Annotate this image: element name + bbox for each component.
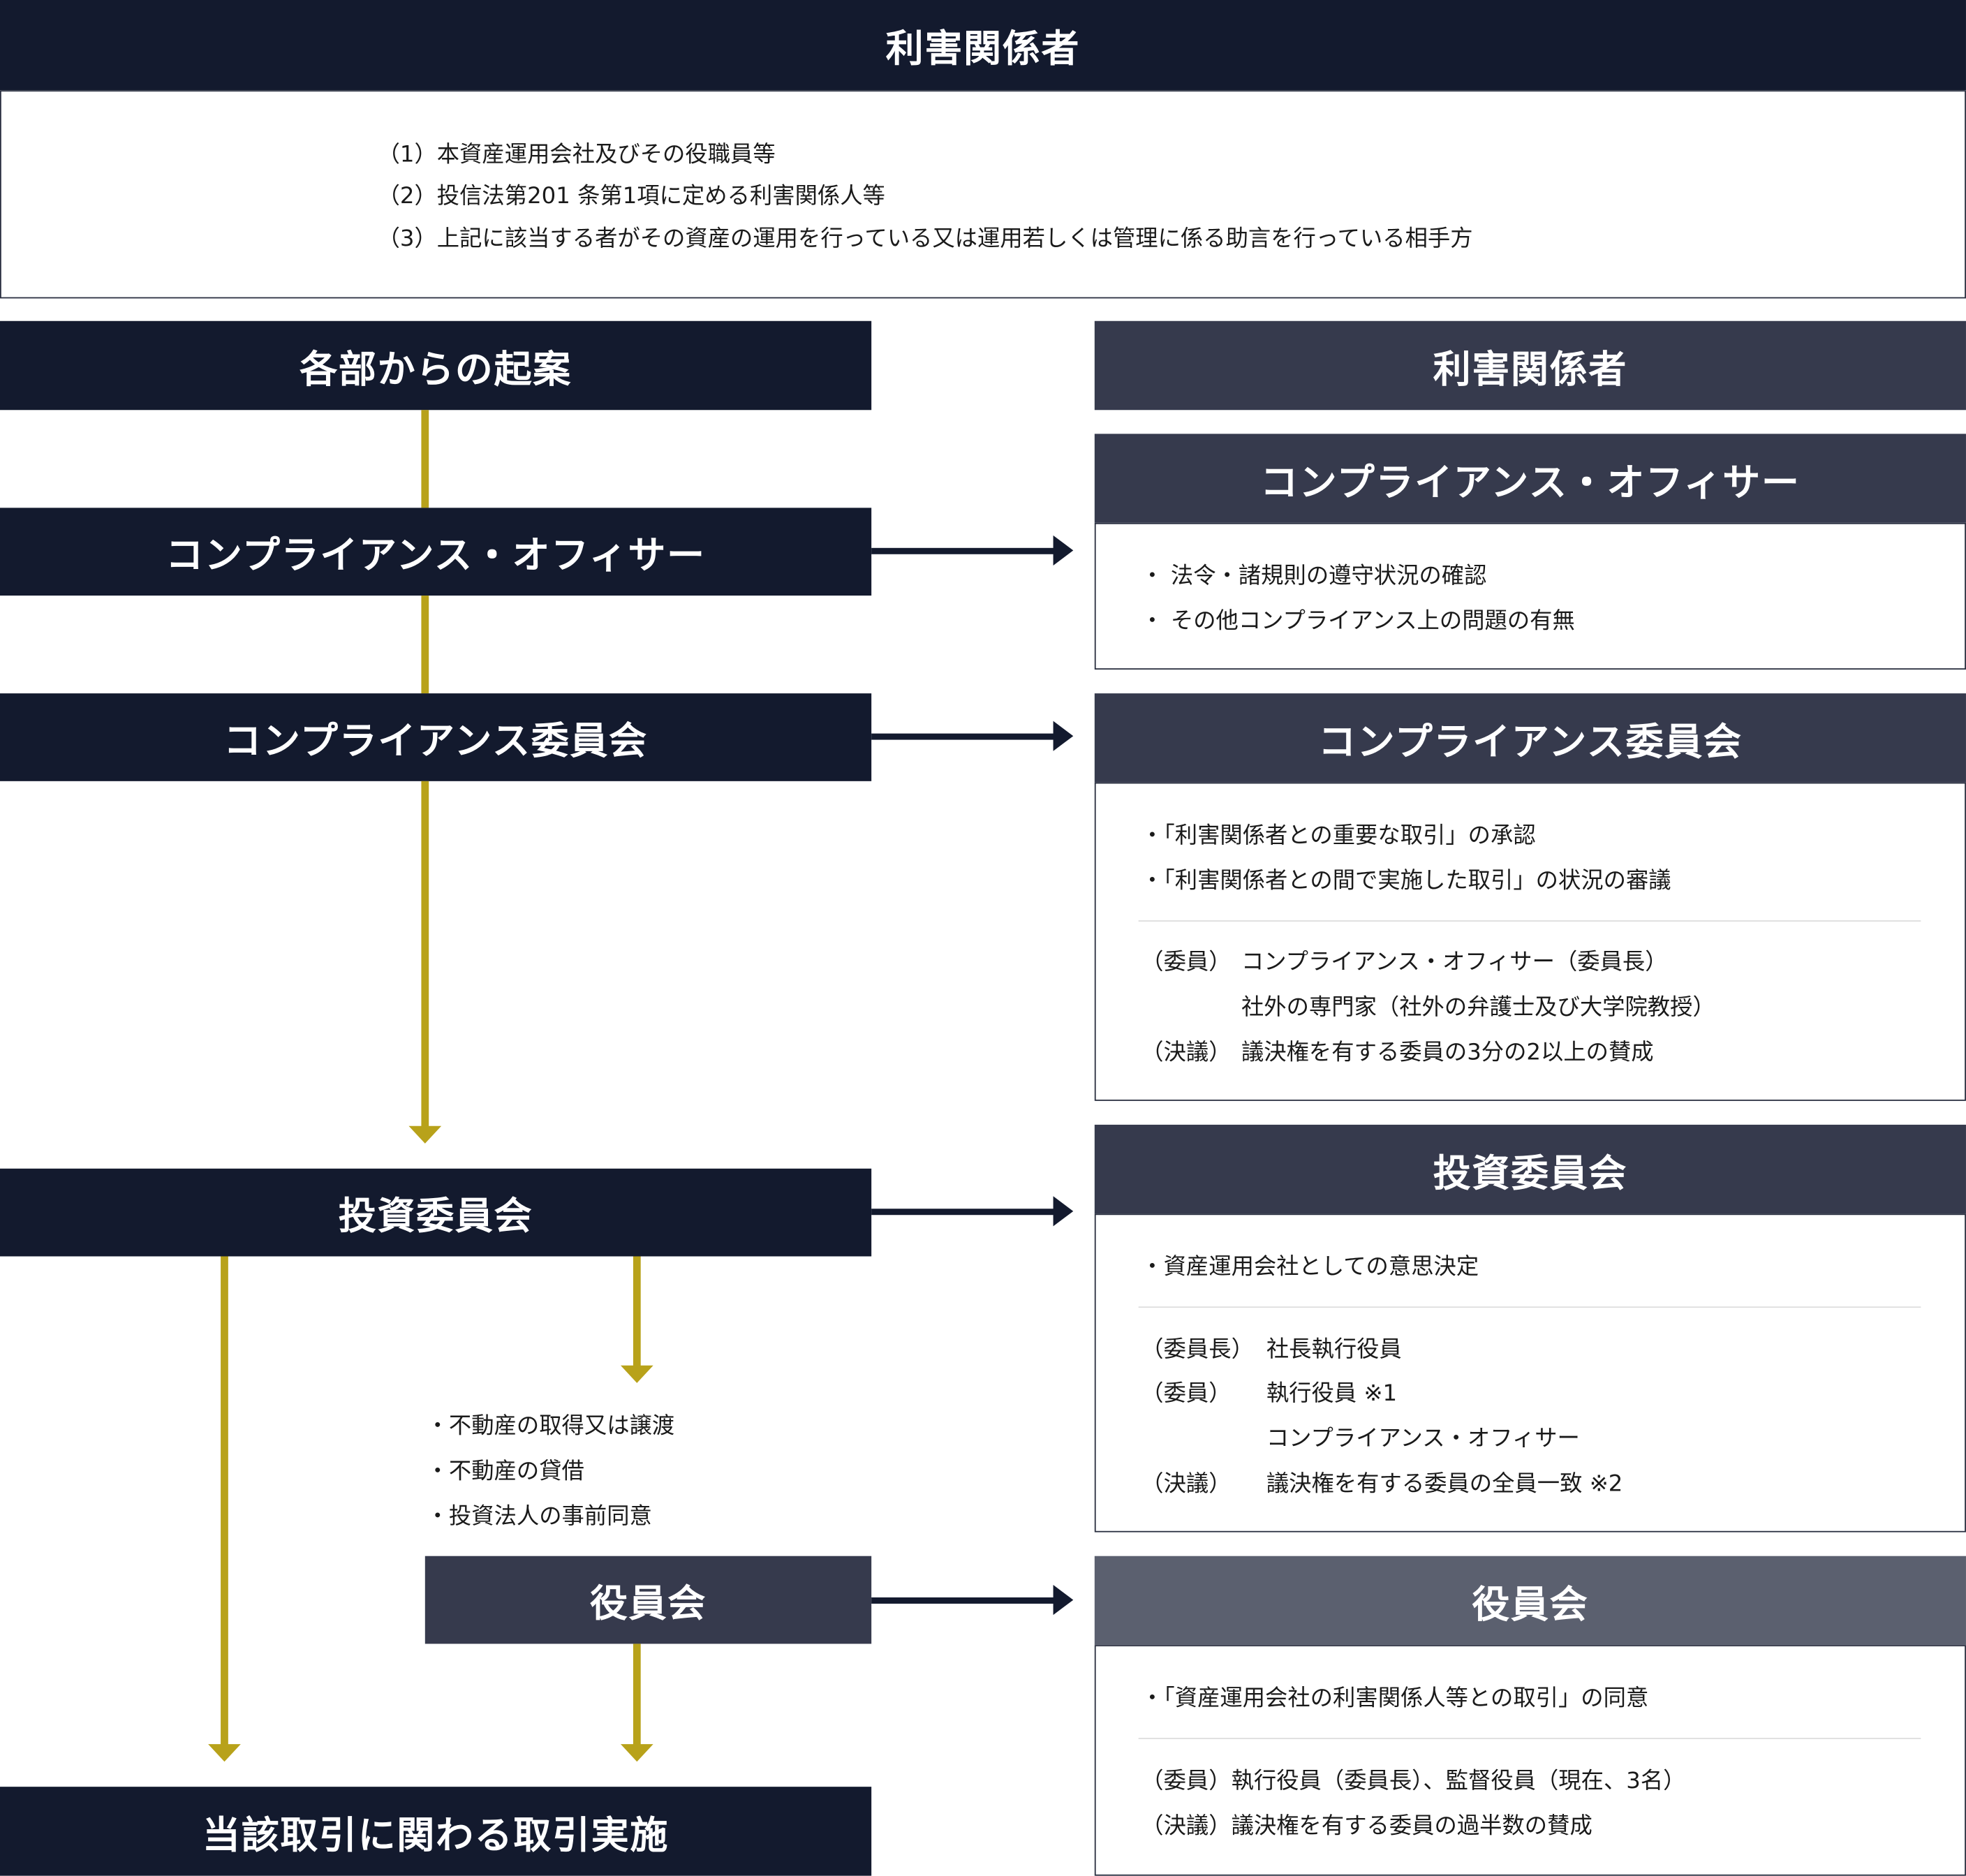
investment-member: 執行役員 ※1 [1266, 1380, 1398, 1407]
arrow-down-icon [620, 1365, 653, 1383]
execution-step: 当該取引に関わる取引実施 [0, 1787, 872, 1876]
divider [1138, 1738, 1921, 1739]
flow-line [633, 1644, 641, 1745]
arrow-right-icon [1053, 1196, 1074, 1227]
flow-line [421, 596, 429, 694]
board-step: 役員会 [424, 1556, 872, 1644]
board-header: 役員会 [1094, 1556, 1966, 1646]
arrow-right-icon [1053, 1585, 1074, 1616]
arrow-down-icon [408, 1125, 442, 1144]
investment-header: 投資委員会 [1094, 1124, 1966, 1214]
investment-resolution: 議決権を有する委員の全員一致 ※2 [1266, 1470, 1623, 1498]
officer-duty: ・ 法令・諸規則の遵守状況の確認 [1141, 563, 1487, 590]
definition-line: （3）上記に該当する者がその資産の運用を行っている又は運用若しくは管理に係る助言… [377, 226, 1473, 252]
connector-arrow [871, 733, 1055, 740]
officer-detail: ・ 法令・諸規則の遵守状況の確認 ・ その他コンプライアンス上の問題の有無 [1094, 522, 1966, 670]
investment-detail: ・資産運用会社としての意思決定 （委員長） 社長執行役員 （委員） 執行役員 ※… [1094, 1213, 1966, 1532]
investment-chair: 社長執行役員 [1266, 1336, 1402, 1364]
divider [1138, 1306, 1921, 1308]
connector-arrow [871, 1209, 1055, 1216]
right-stakeholders-header: 利害関係者 [1094, 320, 1966, 411]
arrow-down-icon [208, 1744, 241, 1762]
committee-member: コンプライアンス・オフィサー（委員長） [1241, 949, 1668, 976]
stakeholders-header: 利害関係者 [0, 0, 1966, 91]
committee-resolution: 議決権を有する委員の3分の2以上の賛成 [1241, 1039, 1654, 1066]
committee-duty: ・「利害関係者との重要な取引」の承認 [1141, 822, 1536, 849]
committee-member: 社外の専門家（社外の弁護士及び大学院教授） [1241, 994, 1715, 1021]
flow-line [221, 1256, 228, 1745]
committee-detail: ・「利害関係者との重要な取引」の承認 ・「利害関係者との間で実施した取引」の状況… [1094, 782, 1966, 1101]
flow-line [421, 781, 429, 1128]
investment-duty: ・資産運用会社としての意思決定 [1141, 1253, 1479, 1280]
resolution-label: （決議） [1141, 1470, 1232, 1498]
committee-step: コンプライアンス委員会 [0, 693, 872, 781]
chair-label: （委員長） [1141, 1336, 1254, 1364]
investment-step: 投資委員会 [0, 1168, 872, 1257]
investment-member: コンプライアンス・オフィサー [1266, 1425, 1580, 1452]
members-label: （委員） [1141, 1380, 1232, 1407]
officer-step: コンプライアンス・オフィサー [0, 508, 872, 596]
divider [1138, 920, 1921, 922]
arrow-down-icon [620, 1744, 653, 1762]
definition-line: （1）本資産運用会社及びその役職員等 [377, 141, 776, 168]
committee-header: コンプライアンス委員会 [1094, 693, 1966, 783]
flow-line [421, 410, 429, 508]
board-members: （委員）執行役員（委員長）、監督役員（現在、3名） [1141, 1768, 1686, 1794]
officer-duty: ・ その他コンプライアンス上の問題の有無 [1141, 608, 1575, 635]
board-item: ・投資法人の事前同意 [426, 1503, 652, 1530]
board-duty: ・「資産運用会社の利害関係人等との取引」の同意 [1141, 1685, 1649, 1712]
members-label: （委員） [1141, 949, 1232, 976]
definition-line: （2）投信法第201 条第1項に定める利害関係人等 [377, 183, 885, 209]
board-item: ・不動産の貸借 [426, 1458, 584, 1485]
resolution-label: （決議） [1141, 1039, 1232, 1066]
stakeholders-definition-box: （1）本資産運用会社及びその役職員等 （2）投信法第201 条第1項に定める利害… [0, 90, 1966, 299]
arrow-right-icon [1053, 535, 1074, 566]
connector-arrow [871, 1597, 1055, 1604]
proposal-step: 各部からの起案 [0, 320, 872, 411]
officer-header: コンプライアンス・オフィサー [1094, 434, 1966, 523]
board-resolution: （決議）議決権を有する委員の過半数の賛成 [1141, 1812, 1592, 1840]
board-detail: ・「資産運用会社の利害関係人等との取引」の同意 （委員）執行役員（委員長）、監督… [1094, 1645, 1966, 1876]
committee-duty: ・「利害関係者との間で実施した取引」の状況の審議 [1141, 867, 1671, 894]
board-item: ・不動産の取得又は譲渡 [426, 1412, 675, 1440]
connector-arrow [871, 547, 1055, 554]
arrow-right-icon [1053, 721, 1074, 751]
flow-line [633, 1256, 641, 1367]
